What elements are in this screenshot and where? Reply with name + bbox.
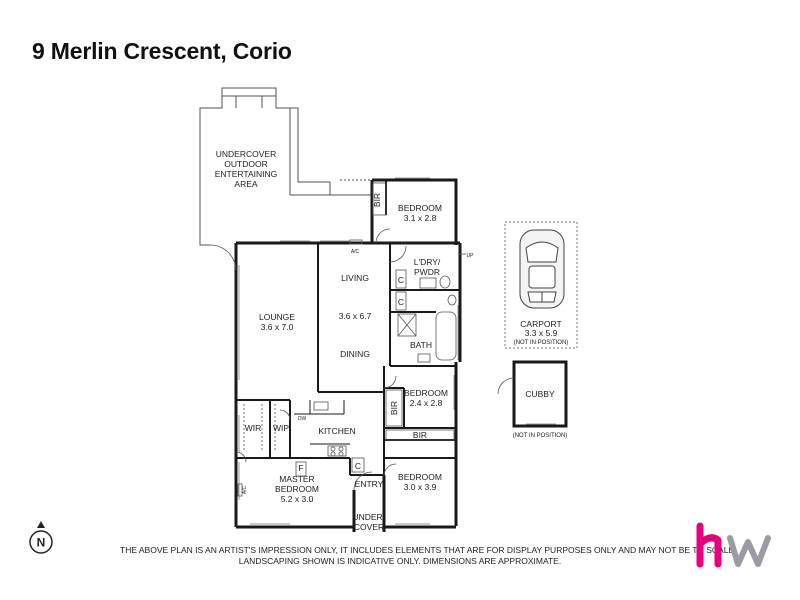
bedroom1-dims: 3.1 x 2.8 <box>404 213 437 223</box>
door-swings <box>209 228 407 491</box>
bedroom3-dims: 3.0 x 3.9 <box>404 482 437 492</box>
entry-label: ENTRY <box>355 479 384 489</box>
cupboard-label-1: C <box>398 275 404 285</box>
north-compass-icon: N <box>29 521 53 554</box>
disclaimer-line-1: THE ABOVE PLAN IS AN ARTIST'S IMPRESSION… <box>120 545 737 555</box>
disclaimer: THE ABOVE PLAN IS AN ARTIST'S IMPRESSION… <box>120 545 737 567</box>
carport-name: CARPORT <box>520 319 561 329</box>
master-name-1: MASTER <box>279 474 314 484</box>
living-label: LIVING <box>341 273 369 283</box>
bedroom1-name: BEDROOM <box>398 203 442 213</box>
cubby <box>497 360 568 428</box>
kitchen-label: KITCHEN <box>318 426 355 436</box>
undercover-label-1: UNDER- <box>352 512 385 522</box>
cubby-note: (NOT IN POSITION) <box>513 433 568 439</box>
carport-note: (NOT IN POSITION) <box>514 340 569 346</box>
undercover-label-2: COVER <box>354 522 384 532</box>
bath-label: BATH <box>410 340 432 350</box>
bir2-label: BIR <box>389 401 399 415</box>
lounge-dims: 3.6 x 7.0 <box>261 322 294 332</box>
master-dims: 5.2 x 3.0 <box>281 494 314 504</box>
room-labels: UNDERCOVER OUTDOOR ENTERTAINING AREA BED… <box>215 149 569 532</box>
ac-label-2: A/C <box>242 485 248 494</box>
wip-label: WIP <box>273 423 289 433</box>
bedroom3-name: BEDROOM <box>398 472 442 482</box>
wir-label: WIR <box>245 423 262 433</box>
laundry-label-1: L'DRY/ <box>414 257 441 267</box>
bedroom2-dims: 2.4 x 2.8 <box>410 398 443 408</box>
cubby-name: CUBBY <box>525 389 555 399</box>
outdoor-label-3: ENTERTAINING <box>215 169 278 179</box>
dining-label: DINING <box>340 349 370 359</box>
living-dims: 3.6 x 6.7 <box>339 311 372 321</box>
ac-label-1: A/C <box>351 249 360 255</box>
outdoor-label-2: OUTDOOR <box>224 159 267 169</box>
outdoor-area <box>199 87 373 246</box>
bir3-label: BIR <box>413 430 427 440</box>
brand-logo <box>696 522 771 568</box>
cupboard-label-2: C <box>398 297 404 307</box>
up-label: UP <box>467 253 475 259</box>
outdoor-label-4: AREA <box>234 179 257 189</box>
dishwasher-label: DW <box>298 416 307 422</box>
bir1-label: BIR <box>372 193 382 207</box>
fridge-label: F <box>298 463 303 473</box>
cupboard-label-3: C <box>355 461 361 471</box>
page-title: 9 Merlin Crescent, Corio <box>32 38 292 64</box>
disclaimer-line-2: LANDSCAPING SHOWN IS INDICATIVE ONLY. DI… <box>238 556 562 566</box>
laundry-label-2: PWDR <box>414 267 440 277</box>
bedroom2-name: BEDROOM <box>404 388 448 398</box>
house-walls <box>234 178 462 532</box>
lounge-name: LOUNGE <box>259 312 295 322</box>
carport-dims: 3.3 x 5.9 <box>525 328 558 338</box>
outdoor-label-1: UNDERCOVER <box>216 149 276 159</box>
fixtures <box>237 182 466 497</box>
windows <box>238 177 459 525</box>
compass-north-label: N <box>37 536 46 550</box>
car-icon <box>519 229 565 309</box>
carport <box>504 221 578 349</box>
master-name-2: BEDROOM <box>275 484 319 494</box>
